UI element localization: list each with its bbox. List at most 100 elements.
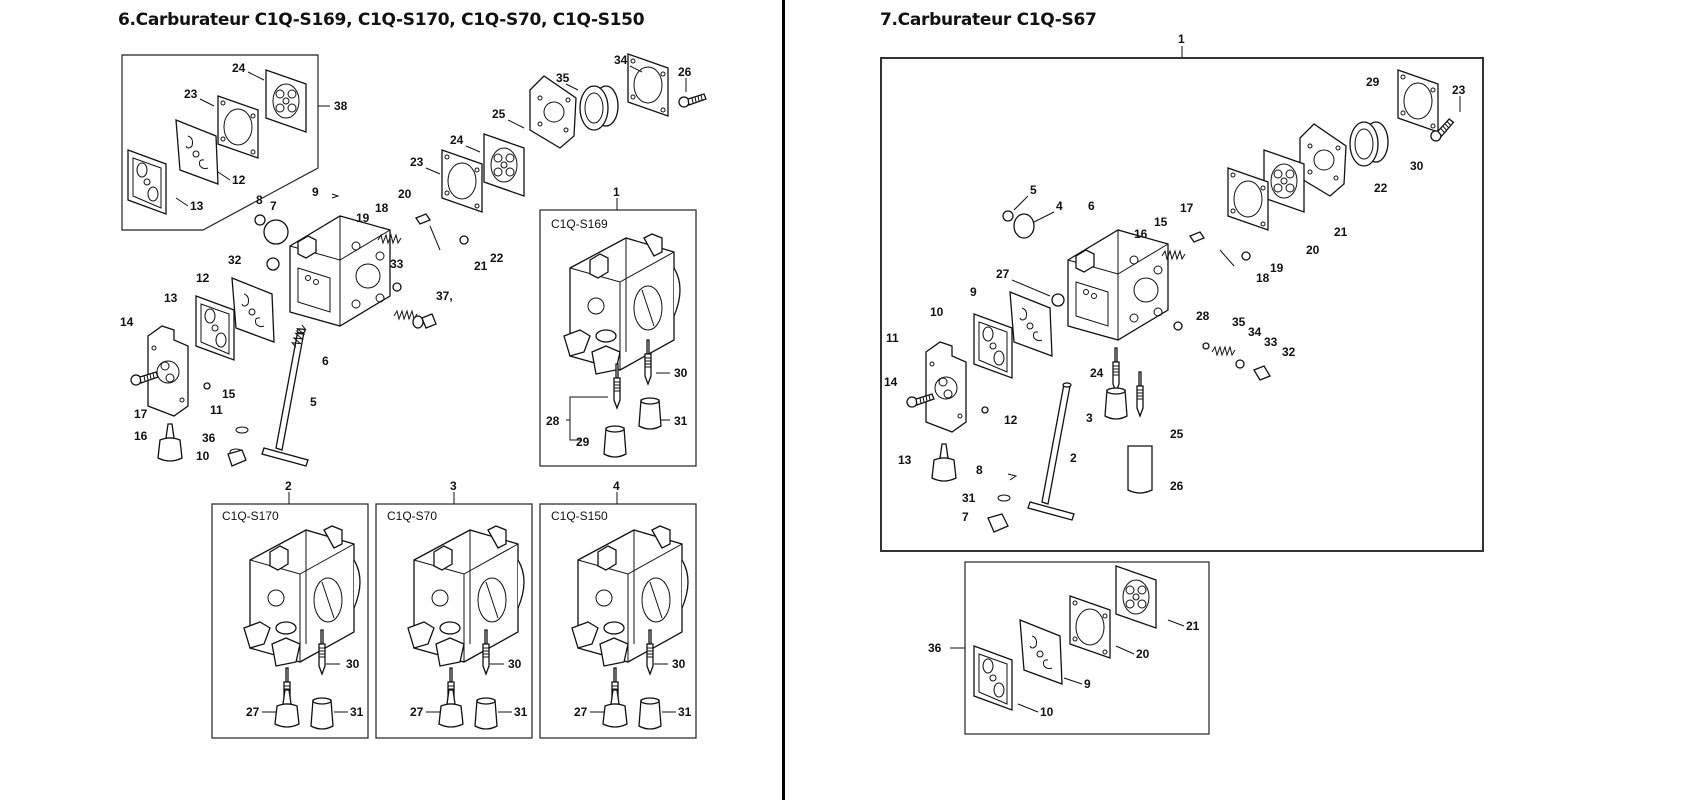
callouts-left: 35 34 26 25 24 23 9 8 7 20 18 19 22 21 3… bbox=[120, 53, 692, 463]
callout: 28 bbox=[546, 414, 560, 428]
callout: 32 bbox=[228, 253, 242, 267]
callout: 5 bbox=[310, 395, 317, 409]
section-title-carburetor-6: 6.Carburateur C1Q-S169, C1Q-S170, C1Q-S7… bbox=[118, 10, 645, 30]
main-box-c1q-s67: 1 29 23 bbox=[880, 32, 1484, 552]
callout: 25 bbox=[492, 107, 506, 121]
callout: 13 bbox=[164, 291, 178, 305]
callout: 30 bbox=[508, 657, 522, 671]
callout: 12 bbox=[232, 173, 246, 187]
callout: 24 bbox=[1090, 366, 1104, 380]
callout: 23 bbox=[410, 155, 424, 169]
variant-model-label: C1Q-S150 bbox=[551, 509, 608, 523]
callout: 2 bbox=[285, 479, 292, 493]
callout: 31 bbox=[678, 705, 692, 719]
callout: 36 bbox=[928, 641, 942, 655]
callout: 16 bbox=[1134, 227, 1148, 241]
callout: 37, bbox=[436, 289, 453, 303]
callout: 25 bbox=[1170, 427, 1184, 441]
callout: 21 bbox=[1334, 225, 1348, 239]
callout: 18 bbox=[1256, 271, 1270, 285]
callout: 21 bbox=[1186, 619, 1200, 633]
callout: 27 bbox=[574, 705, 588, 719]
part-diaphragm-24 bbox=[265, 69, 307, 133]
callout: 9 bbox=[312, 185, 319, 199]
callout: 10 bbox=[196, 449, 210, 463]
callout: 29 bbox=[576, 435, 590, 449]
callout: 30 bbox=[1410, 159, 1424, 173]
callout: 29 bbox=[1366, 75, 1380, 89]
variant-box-c1q-s169: 1 C1Q-S169 30 28 31 29 bbox=[539, 185, 697, 467]
callout: 1 bbox=[1178, 32, 1185, 46]
callout: 22 bbox=[490, 251, 504, 265]
callout: 15 bbox=[222, 387, 236, 401]
callout: 24 bbox=[232, 61, 246, 75]
callout: 7 bbox=[962, 510, 969, 524]
variant-box-c1q-s150: 4 C1Q-S150 30 27 31 bbox=[539, 479, 697, 739]
callout: 21 bbox=[474, 259, 488, 273]
callout: 36 bbox=[202, 431, 216, 445]
section-title-carburetor-7: 7.Carburateur C1Q-S67 bbox=[880, 10, 1097, 30]
callout: 27 bbox=[410, 705, 424, 719]
exploded-view-left: 35 34 26 25 24 23 9 8 7 20 18 19 22 21 3… bbox=[120, 53, 707, 467]
callout: 12 bbox=[196, 271, 210, 285]
callout: 30 bbox=[672, 657, 686, 671]
callout: 35 bbox=[1232, 315, 1246, 329]
callout: 33 bbox=[390, 257, 404, 271]
callout: 30 bbox=[346, 657, 360, 671]
callout: 3 bbox=[1086, 411, 1093, 425]
callout: 26 bbox=[1170, 479, 1184, 493]
callout: 23 bbox=[1452, 83, 1466, 97]
callout: 16 bbox=[134, 429, 148, 443]
callout: 26 bbox=[678, 65, 692, 79]
callout: 6 bbox=[1088, 199, 1095, 213]
callout: 4 bbox=[613, 479, 620, 493]
callout: 28 bbox=[1196, 309, 1210, 323]
section-divider bbox=[782, 0, 785, 800]
callout: 10 bbox=[1040, 705, 1054, 719]
callout: 13 bbox=[898, 453, 912, 467]
callout: 11 bbox=[210, 403, 223, 417]
variant-box-c1q-s170: 2 C1Q-S170 30 27 31 bbox=[211, 479, 369, 739]
callout: 2 bbox=[1070, 451, 1077, 465]
callout: 23 bbox=[184, 87, 198, 101]
callout: 20 bbox=[398, 187, 412, 201]
part-plate-12 bbox=[175, 119, 219, 185]
callout: 22 bbox=[1374, 181, 1388, 195]
callout: 31 bbox=[514, 705, 528, 719]
kit-box-38: 38 24 23 12 13 bbox=[121, 54, 348, 231]
callout: 3 bbox=[450, 479, 457, 493]
kit-box-36: 36 21 20 9 10 bbox=[928, 561, 1210, 735]
callout: 9 bbox=[970, 285, 977, 299]
callout: 14 bbox=[120, 315, 134, 329]
variant-model-label: C1Q-S169 bbox=[551, 217, 608, 231]
callout: 35 bbox=[556, 71, 570, 85]
callout: 31 bbox=[674, 414, 688, 428]
variant-model-label: C1Q-S70 bbox=[387, 509, 437, 523]
callout: 9 bbox=[1084, 677, 1091, 691]
callout: 32 bbox=[1282, 345, 1296, 359]
callout: 13 bbox=[190, 199, 204, 213]
part-gasket-23 bbox=[217, 95, 259, 159]
callout: 4 bbox=[1056, 199, 1063, 213]
callout: 34 bbox=[1248, 325, 1262, 339]
callout: 20 bbox=[1136, 647, 1150, 661]
callout: 12 bbox=[1004, 413, 1018, 427]
callout: 5 bbox=[1030, 183, 1037, 197]
callout: 34 bbox=[614, 53, 628, 67]
variant-box-c1q-s70: 3 C1Q-S70 30 27 31 bbox=[375, 479, 533, 739]
callout: 19 bbox=[1270, 261, 1284, 275]
callout: 31 bbox=[350, 705, 364, 719]
callout: 17 bbox=[1180, 201, 1194, 215]
callout: 20 bbox=[1306, 243, 1320, 257]
callout: 8 bbox=[976, 463, 983, 477]
callout: 15 bbox=[1154, 215, 1168, 229]
callout: 18 bbox=[375, 201, 389, 215]
callout: 8 bbox=[256, 193, 263, 207]
part-pump-gasket-13 bbox=[127, 149, 167, 215]
callout: 10 bbox=[930, 305, 944, 319]
callout: 33 bbox=[1264, 335, 1278, 349]
callout: 6 bbox=[322, 354, 329, 368]
callout: 11 bbox=[886, 331, 899, 345]
callout: 17 bbox=[134, 407, 148, 421]
